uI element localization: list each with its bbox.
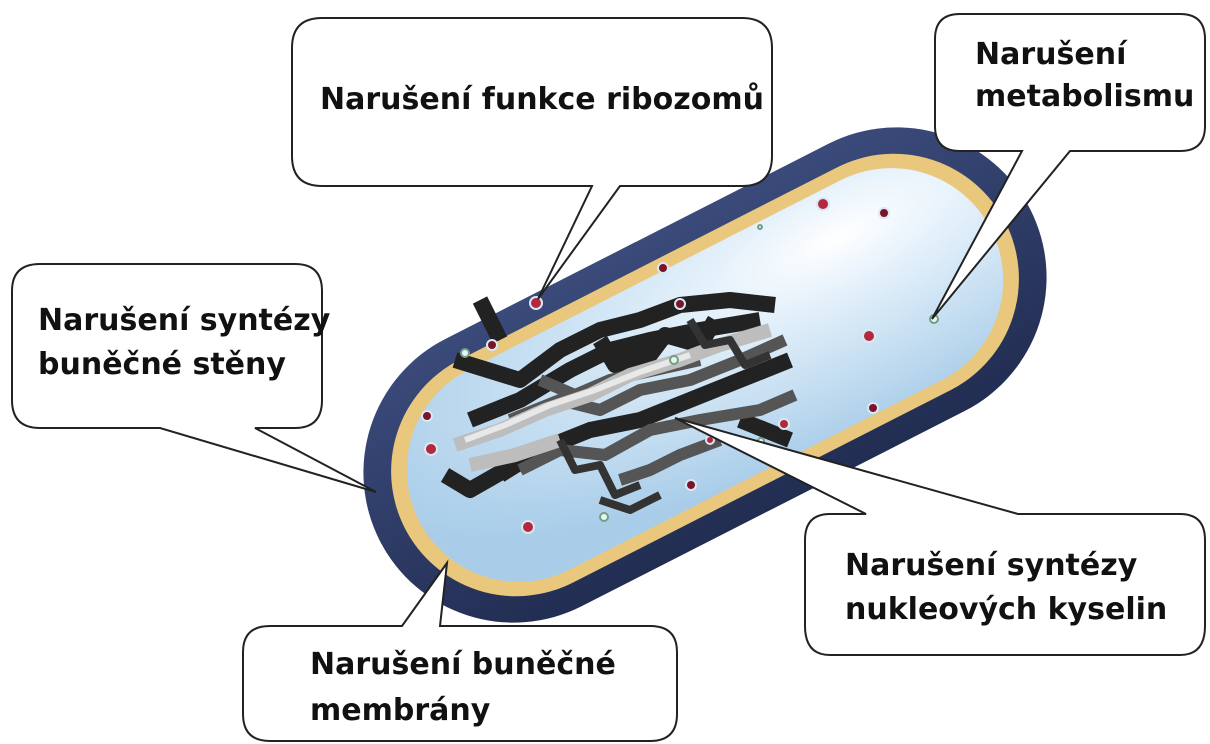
callout-cell-wall-line-2: buněčné stěny <box>38 347 286 382</box>
ribosome <box>675 299 685 309</box>
molecule <box>758 225 762 229</box>
ribosome <box>530 297 542 309</box>
ribosome <box>658 263 668 273</box>
callout-metabolism-line-2: metabolismu <box>975 79 1194 114</box>
molecule <box>670 356 678 364</box>
ribosome <box>522 521 534 533</box>
callout-metabolism-line-1: Narušení <box>975 37 1128 72</box>
svg-text:Narušení funkce ribozomů: Narušení funkce ribozomů <box>320 81 764 117</box>
molecule <box>600 513 608 521</box>
callout-ribosomes-text: Narušení funkce ribozomů <box>320 81 764 117</box>
callout-cell-wall-line-1: Narušení syntézy <box>38 303 331 338</box>
ribosome <box>422 411 432 421</box>
callout-nucleic-acids-line-1: Narušení syntézy <box>845 548 1138 583</box>
ribosome <box>868 403 878 413</box>
ribosome <box>779 419 789 429</box>
ribosome <box>817 198 829 210</box>
molecule <box>461 349 469 357</box>
ribosome <box>686 480 696 490</box>
callout-nucleic-acids-line-2: nukleových kyselin <box>845 592 1167 627</box>
callout-membrane-line-2: membrány <box>310 693 491 728</box>
callout-membrane-line-1: Narušení buněčné <box>310 647 616 682</box>
ribosome <box>879 208 889 218</box>
ribosome <box>863 330 875 342</box>
callout-nucleic-acids: Narušení syntézy nukleových kyselin <box>675 418 1205 655</box>
ribosome <box>487 340 497 350</box>
callout-cell-wall: Narušení syntézy buněčné stěny <box>12 264 376 492</box>
ribosome <box>425 443 437 455</box>
